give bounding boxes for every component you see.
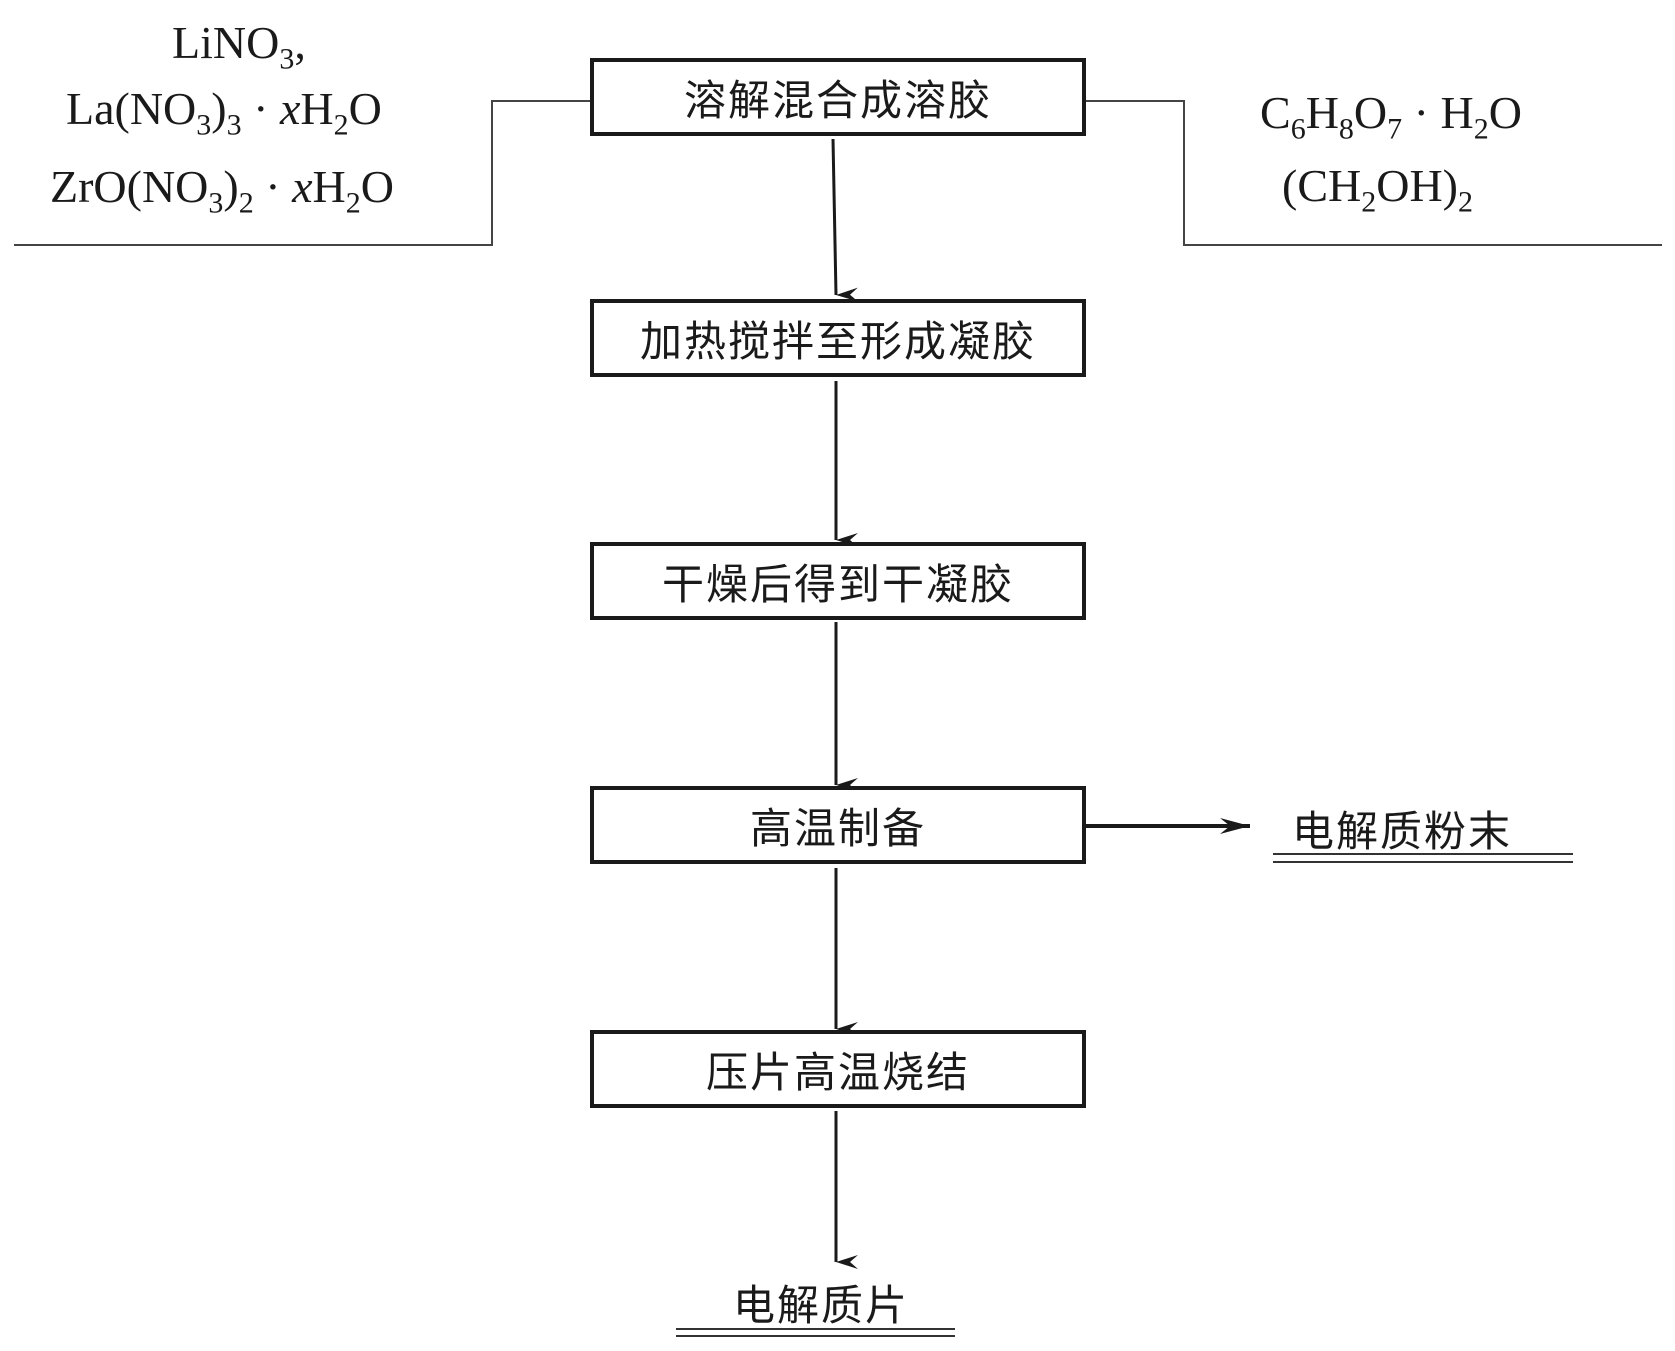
formula-text: · bbox=[241, 83, 280, 134]
right-input-formula-1: C6H8O7 · H2O bbox=[1260, 87, 1522, 145]
formula-text: · bbox=[253, 161, 293, 212]
formula-text: H bbox=[300, 83, 334, 134]
subscript: 3 bbox=[196, 108, 212, 142]
right-input-bracket bbox=[1086, 100, 1662, 246]
formula-text: O bbox=[1353, 87, 1388, 138]
subscript: 2 bbox=[1473, 112, 1489, 146]
italic-variable: x bbox=[279, 83, 301, 134]
subscript: 3 bbox=[279, 42, 295, 76]
subscript: 7 bbox=[1387, 112, 1403, 146]
subscript: 2 bbox=[1458, 185, 1473, 219]
subscript: 2 bbox=[238, 186, 254, 220]
step-label: 加热搅拌至形成凝胶 bbox=[639, 316, 1036, 366]
formula-text: H bbox=[312, 161, 346, 212]
left-input-formula-2: La(NO3)3 · xH2O bbox=[66, 83, 382, 141]
left-input-formula-1: LiNO3, bbox=[172, 17, 306, 75]
formula-text: · H bbox=[1402, 87, 1474, 138]
side-product-double-underline bbox=[1273, 853, 1573, 863]
formula-text: (CH bbox=[1282, 160, 1362, 211]
step-dissolve-mix-sol: 溶解混合成溶胶 bbox=[590, 58, 1086, 136]
italic-variable: x bbox=[292, 161, 313, 212]
arrow-step1-to-step2 bbox=[831, 138, 859, 302]
left-input-formula-3: ZrO(NO3)2 · xH2O bbox=[50, 161, 394, 219]
side-product-label: 电解质粉末 bbox=[1292, 807, 1513, 856]
formula-text: O bbox=[360, 161, 394, 212]
formula-text: LiNO bbox=[172, 17, 280, 68]
formula-text: OH) bbox=[1376, 160, 1458, 211]
left-input-bracket bbox=[14, 100, 590, 246]
formula-text: C bbox=[1260, 87, 1291, 138]
formula-text: ) bbox=[211, 83, 227, 134]
formula-text: ZrO(NO bbox=[50, 161, 209, 212]
step-press-sinter: 压片高温烧结 bbox=[590, 1030, 1086, 1108]
final-product-label: 电解质片 bbox=[733, 1281, 910, 1330]
step-label: 溶解混合成溶胶 bbox=[683, 75, 992, 125]
subscript: 2 bbox=[333, 108, 349, 142]
final-product-double-underline bbox=[676, 1328, 955, 1337]
formula-text: O bbox=[1488, 87, 1522, 138]
subscript: 2 bbox=[345, 186, 361, 220]
subscript: 3 bbox=[226, 108, 242, 142]
step-dry-xerogel: 干燥后得到干凝胶 bbox=[590, 542, 1086, 620]
formula-text: O bbox=[348, 83, 382, 134]
subscript: 3 bbox=[208, 186, 224, 220]
formula-text: La(NO bbox=[66, 83, 197, 134]
subscript: 8 bbox=[1338, 112, 1354, 146]
subscript: 6 bbox=[1290, 112, 1306, 146]
formula-text: ) bbox=[223, 161, 239, 212]
step-high-temp-prep: 高温制备 bbox=[590, 786, 1086, 864]
right-input-formula-2: (CH2OH)2 bbox=[1282, 160, 1473, 218]
subscript: 2 bbox=[1361, 185, 1377, 219]
step-label: 压片高温烧结 bbox=[705, 1047, 970, 1097]
step-label: 干燥后得到干凝胶 bbox=[661, 559, 1014, 609]
step-label: 高温制备 bbox=[749, 803, 926, 853]
formula-text: , bbox=[294, 17, 306, 68]
step-heat-stir-gel: 加热搅拌至形成凝胶 bbox=[590, 299, 1086, 377]
formula-text: H bbox=[1305, 87, 1339, 138]
